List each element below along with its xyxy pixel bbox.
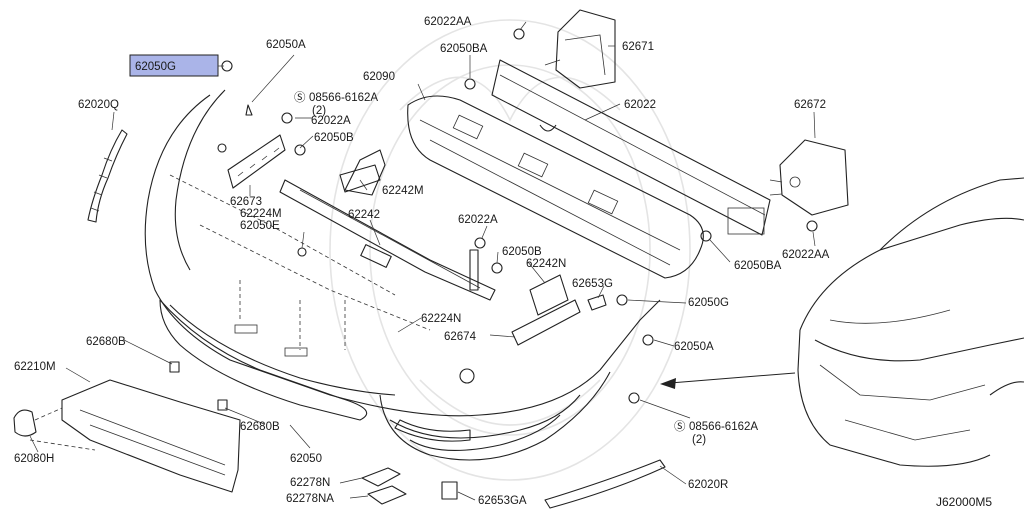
callout-62022[interactable]: 62022	[624, 99, 656, 111]
part-62022-armature[interactable]	[491, 59, 771, 236]
highlight-box	[129, 54, 219, 77]
callout-62242N[interactable]: 62242N	[526, 258, 566, 270]
callout-62653GA[interactable]: 62653GA	[478, 495, 527, 507]
callout-62050G-top[interactable]: 62050G	[135, 61, 176, 73]
callout-62210M[interactable]: 62210M	[14, 361, 56, 373]
part-62242n-bracket[interactable]	[469, 249, 569, 316]
callout-62653G[interactable]: 62653G	[572, 278, 613, 290]
s-symbol-bottom: Ⓢ	[674, 420, 686, 433]
callout-62671[interactable]: 62671	[622, 41, 654, 53]
part-62672-stay[interactable]	[769, 139, 849, 216]
callout-62022A-mid[interactable]: 62022A	[458, 214, 498, 226]
part-62674-bracket[interactable]	[511, 299, 581, 346]
part-62653ga-seal[interactable]	[441, 481, 458, 500]
callout-62050BA-top[interactable]: 62050BA	[440, 43, 488, 55]
part-62278n-cover[interactable]	[361, 467, 407, 505]
callout-62090[interactable]: 62090	[363, 71, 395, 83]
callout-62050A-top[interactable]: 62050A	[266, 39, 306, 51]
callout-62020R[interactable]: 62020R	[688, 479, 728, 491]
leader-lines	[29, 21, 816, 501]
callout-62224N[interactable]: 62224N	[421, 313, 461, 325]
callout-62080H[interactable]: 62080H	[14, 453, 54, 465]
callout-62242M[interactable]: 62242M	[382, 185, 424, 197]
callout-62050B-mid[interactable]: 62050B	[502, 246, 542, 258]
callout-62022A-top[interactable]: 62022A	[311, 115, 351, 127]
callout-62680B-top[interactable]: 62680B	[86, 336, 126, 348]
callout-62673[interactable]: 62673	[230, 196, 262, 208]
callout-62050E[interactable]: 62050E	[240, 220, 280, 232]
part-62050-bumper-fascia[interactable]	[144, 89, 661, 461]
callout-62672[interactable]: 62672	[794, 99, 826, 111]
callout-08566-top[interactable]: 08566-6162A	[309, 92, 378, 104]
callout-62050A-right[interactable]: 62050A	[674, 341, 714, 353]
part-62090-energy-absorber[interactable]	[407, 95, 704, 279]
callout-62022AA-right[interactable]: 62022AA	[782, 249, 830, 261]
callout-62242[interactable]: 62242	[348, 209, 380, 221]
callout-08566-bottom[interactable]: 08566-6162A	[689, 421, 758, 433]
part-62673-bracket[interactable]	[217, 104, 286, 189]
drawing-code: J62000M5	[936, 495, 992, 509]
part-62242-reinforcement[interactable]	[279, 164, 496, 301]
direction-arrow	[660, 372, 796, 389]
callout-62050B-top[interactable]: 62050B	[314, 132, 354, 144]
part-62671-stay[interactable]	[544, 9, 616, 89]
part-62020r-strip[interactable]	[544, 459, 666, 509]
callout-62278N[interactable]: 62278N	[290, 477, 330, 489]
callout-labels: 62050G 62050A 62020Q Ⓢ 08566-6162A (2) 6…	[14, 16, 992, 509]
callout-62022AA-top[interactable]: 62022AA	[424, 16, 472, 28]
callout-62680B-bottom[interactable]: 62680B	[240, 421, 280, 433]
part-62020q-strip[interactable]	[87, 129, 128, 223]
callout-62224M[interactable]: 62224M	[240, 208, 282, 220]
callout-08566-bottom-qty: (2)	[692, 434, 706, 446]
part-62080h-clip[interactable]	[13, 409, 37, 437]
callout-62050BA-right[interactable]: 62050BA	[734, 260, 782, 272]
callout-62278NA[interactable]: 62278NA	[286, 493, 334, 505]
callout-62020Q[interactable]: 62020Q	[78, 99, 119, 111]
part-62210m-undercover[interactable]	[29, 379, 241, 493]
part-62653g-seal[interactable]	[587, 294, 607, 311]
part-62680b-seals[interactable]	[169, 361, 228, 411]
callout-62050G-right[interactable]: 62050G	[688, 297, 729, 309]
s-symbol-top: Ⓢ	[294, 91, 306, 104]
vehicle-outline	[797, 177, 1024, 467]
part-62242m-bracket[interactable]	[344, 149, 386, 196]
callout-62050[interactable]: 62050	[290, 453, 322, 465]
callout-62674[interactable]: 62674	[444, 331, 477, 343]
callout-08566-top-qty: (2)	[312, 105, 326, 117]
